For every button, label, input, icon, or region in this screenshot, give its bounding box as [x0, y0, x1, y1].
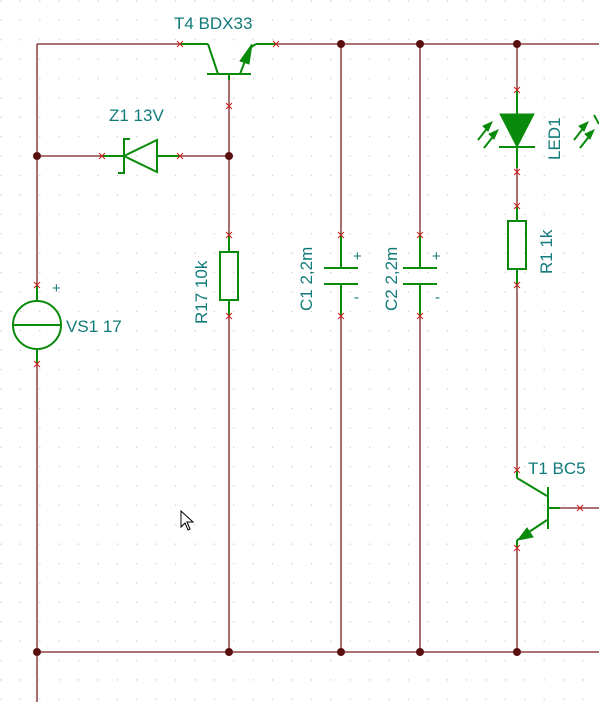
vs1-label: VS1 17 — [66, 317, 122, 336]
resistor-r1[interactable] — [507, 206, 527, 285]
c2-label: C2 2,2m — [382, 247, 401, 311]
node-bottom-left[interactable] — [33, 648, 41, 656]
c2-plus-sign: + — [432, 248, 441, 265]
t1-label: T1 BC5 — [528, 459, 586, 478]
node-c1-top[interactable] — [337, 40, 345, 48]
wires — [36, 43, 599, 702]
vs1-plus-sign: + — [52, 280, 61, 297]
node-bottom-r17[interactable] — [225, 648, 233, 656]
node-bottom-c1[interactable] — [337, 648, 345, 656]
led-partial-right[interactable] — [573, 114, 599, 149]
z1-label: Z1 13V — [109, 106, 164, 125]
voltage-source-vs1[interactable] — [12, 285, 62, 364]
node-zener-left[interactable] — [33, 152, 41, 160]
node-bottom-t1[interactable] — [513, 648, 521, 656]
transistor-t1[interactable] — [516, 470, 560, 548]
t4-label: T4 BDX33 — [174, 14, 252, 33]
led-led1[interactable] — [477, 90, 535, 168]
transistor-t4[interactable] — [180, 43, 276, 80]
r1-label: R1 1k — [537, 229, 556, 274]
pin-markers — [33, 40, 584, 552]
zener-diode-z1[interactable] — [102, 138, 180, 174]
resistor-r17[interactable] — [219, 235, 239, 316]
r17-label: R17 10k — [192, 260, 211, 324]
node-bottom-c2[interactable] — [416, 648, 424, 656]
c1-label: C1 2,2m — [297, 247, 316, 311]
capacitor-c1[interactable] — [324, 235, 358, 316]
node-led-top[interactable] — [513, 40, 521, 48]
node-c2-top[interactable] — [416, 40, 424, 48]
junction-nodes — [33, 40, 521, 656]
led1-label: LED1 — [545, 117, 564, 160]
node-zener-right[interactable] — [225, 152, 233, 160]
mouse-cursor-icon — [180, 509, 195, 531]
c2-minus-sign: - — [435, 289, 440, 306]
c1-minus-sign: - — [354, 289, 359, 306]
c1-plus-sign: + — [353, 248, 362, 265]
capacitor-c2[interactable] — [403, 235, 437, 316]
